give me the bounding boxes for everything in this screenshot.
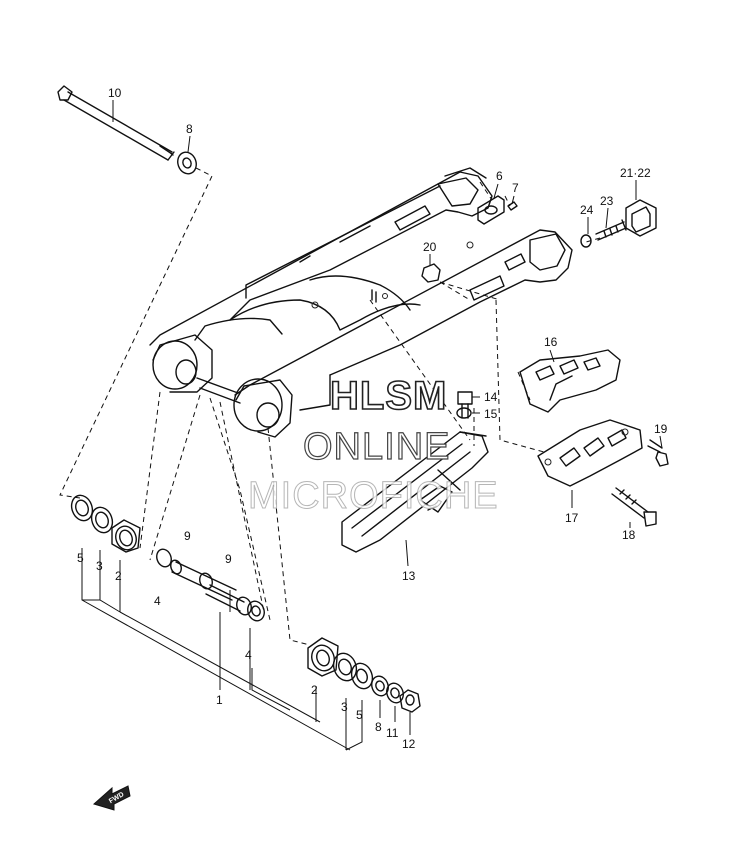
watermark: HLSM ONLINE MICROFICHE: [248, 373, 499, 517]
callout-4-left: 4: [154, 594, 161, 608]
callout-1: 1: [216, 693, 223, 707]
adjuster-plate-6[interactable]: [477, 195, 505, 225]
callout-11: 11: [386, 726, 399, 740]
chain-stopper-21-22[interactable]: [625, 199, 657, 237]
callout-9-upper: 9: [184, 529, 191, 543]
callout-9: 9: [225, 552, 232, 566]
watermark-line-1: HLSM: [330, 374, 447, 418]
callout-21-22: 21·22: [620, 166, 651, 180]
dust-seal-5-right[interactable]: [348, 660, 376, 691]
chain-guide-17[interactable]: [537, 419, 643, 487]
bolt-23[interactable]: [595, 219, 627, 241]
bolt-14[interactable]: [457, 391, 473, 419]
callout-23: 23: [600, 194, 614, 208]
callout-2-left: 2: [115, 569, 122, 583]
washer-11[interactable]: [384, 681, 406, 705]
callout-17: 17: [565, 511, 579, 525]
callout-5-right: 5: [356, 708, 363, 722]
nut-20[interactable]: [421, 263, 441, 283]
assembly-dashed-lines: [59, 167, 601, 646]
watermark-line-3: MICROFICHE: [248, 475, 499, 517]
bolt-19[interactable]: [647, 439, 669, 467]
callout-4-right: 4: [245, 648, 252, 662]
swingarm-body[interactable]: [149, 167, 573, 438]
callout-18: 18: [622, 528, 636, 542]
bolt-18[interactable]: [611, 487, 657, 527]
callout-19: 19: [654, 422, 668, 436]
callout-14: 14: [484, 390, 498, 404]
leader-lines: [81, 100, 663, 751]
washer-4-top[interactable]: [154, 547, 173, 569]
callout-13: 13: [402, 569, 416, 583]
oil-seal-3-right[interactable]: [330, 650, 360, 684]
callout-5-left: 5: [77, 551, 84, 565]
oil-seal-3-left[interactable]: [88, 504, 116, 535]
callout-24: 24: [580, 203, 594, 217]
washer-8-bottom[interactable]: [369, 674, 391, 698]
watermark-line-2: ONLINE: [303, 426, 450, 468]
bearing-2-left[interactable]: [111, 519, 141, 553]
dust-seal-5-left[interactable]: [68, 492, 96, 523]
callout-2-right: 2: [311, 683, 318, 697]
callout-7: 7: [512, 181, 519, 195]
chain-guide-16[interactable]: [519, 349, 621, 413]
callout-8-top: 8: [186, 122, 193, 136]
callout-6: 6: [496, 169, 503, 183]
washer-4-bottom[interactable]: [245, 599, 267, 623]
callout-16: 16: [544, 335, 558, 349]
callout-20: 20: [423, 240, 437, 254]
washer-15[interactable]: [456, 407, 472, 419]
washer-8-top[interactable]: [175, 150, 199, 177]
spacer-9[interactable]: [169, 559, 254, 617]
callout-labels: 10 8 6 7 21·22 23 24 20 16 14 15 19 17 1…: [77, 86, 668, 751]
chain-slider-13[interactable]: [341, 431, 489, 553]
callout-3-left: 3: [96, 559, 103, 573]
bearing-2-right[interactable]: [307, 637, 339, 677]
callout-15: 15: [484, 407, 498, 421]
callout-3-right: 3: [341, 700, 348, 714]
pivot-bolt[interactable]: [57, 85, 175, 161]
forward-arrow-icon: FWD: [92, 785, 131, 811]
nut-12[interactable]: [399, 689, 421, 713]
callout-12: 12: [402, 737, 416, 751]
callout-8-bottom: 8: [375, 720, 382, 734]
callout-10: 10: [108, 86, 122, 100]
